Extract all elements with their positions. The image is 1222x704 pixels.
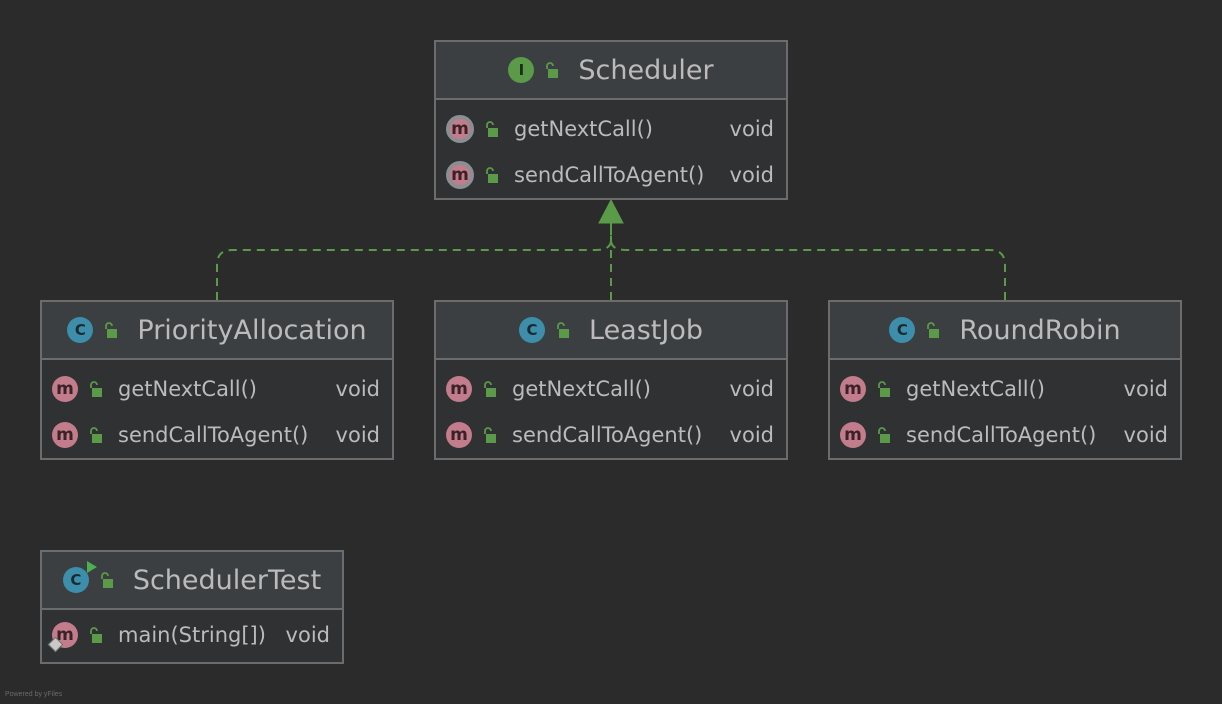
member-type: void	[1123, 377, 1168, 401]
member-type: void	[729, 117, 774, 141]
static-method-icon: m	[47, 622, 78, 653]
member-type: void	[729, 377, 774, 401]
public-lock-icon	[88, 381, 102, 397]
node-header: I Scheduler	[436, 42, 786, 100]
runnable-class-icon: C	[62, 561, 97, 593]
method-icon: m	[840, 376, 866, 402]
public-lock-icon	[876, 381, 890, 397]
public-lock-icon	[99, 572, 113, 588]
public-lock-icon	[88, 427, 102, 443]
node-name: Scheduler	[578, 54, 714, 86]
node-name: RoundRobin	[959, 314, 1121, 346]
method-icon: m	[446, 376, 472, 402]
method-icon: m	[52, 422, 78, 448]
class-icon: C	[889, 317, 916, 343]
abstract-method-icon: m	[446, 161, 474, 189]
member-row[interactable]: m getNextCall() void	[42, 366, 392, 412]
node-priorityallocation[interactable]: C PriorityAllocation m getNextCall() voi…	[40, 300, 394, 460]
member-type: void	[285, 623, 330, 647]
edge-priorityallocation-to-scheduler	[216, 222, 612, 300]
member-name: sendCallToAgent()	[514, 163, 705, 187]
node-schedulertest[interactable]: C SchedulerTest m main(String[]) void	[40, 550, 344, 664]
member-list: m getNextCall() void m sendCallToAgent()…	[436, 100, 786, 198]
public-lock-icon	[876, 427, 890, 443]
node-name: PriorityAllocation	[137, 314, 367, 346]
member-name: getNextCall()	[512, 377, 651, 401]
node-header: C RoundRobin	[830, 302, 1180, 360]
member-type: void	[729, 423, 774, 447]
method-icon: m	[446, 422, 472, 448]
node-name: SchedulerTest	[132, 564, 322, 596]
method-icon: m	[840, 422, 866, 448]
member-row[interactable]: m sendCallToAgent() void	[830, 412, 1180, 458]
member-name: sendCallToAgent()	[512, 423, 703, 447]
public-lock-icon	[103, 322, 118, 338]
realization-arrowhead	[598, 198, 624, 224]
public-lock-icon	[555, 322, 569, 338]
member-type: void	[729, 163, 774, 187]
public-lock-icon	[925, 322, 940, 338]
method-icon: m	[52, 376, 78, 402]
member-row[interactable]: m sendCallToAgent() void	[436, 412, 786, 458]
abstract-method-icon: m	[446, 115, 474, 143]
powered-by-note: Powered by yFiles	[5, 691, 63, 698]
member-type: void	[335, 423, 380, 447]
member-row[interactable]: m sendCallToAgent() void	[42, 412, 392, 458]
member-name: sendCallToAgent()	[118, 423, 309, 447]
member-type: void	[1123, 423, 1168, 447]
run-arrow-icon	[86, 561, 97, 573]
interface-icon: I	[508, 57, 535, 83]
member-list: m getNextCall() void m sendCallToAgent()…	[436, 360, 786, 458]
member-row[interactable]: m getNextCall() void	[830, 366, 1180, 412]
node-scheduler[interactable]: I Scheduler m getNextCall() void m sendC…	[434, 40, 788, 200]
class-icon: C	[519, 317, 545, 343]
node-name: LeastJob	[589, 314, 703, 346]
member-name: sendCallToAgent()	[906, 423, 1097, 447]
public-lock-icon	[544, 62, 559, 78]
public-lock-icon	[482, 381, 496, 397]
class-icon: C	[67, 317, 94, 343]
node-leastjob[interactable]: C LeastJob m getNextCall() void m sendCa…	[434, 300, 788, 460]
public-lock-icon	[88, 627, 102, 643]
member-type: void	[335, 377, 380, 401]
member-row[interactable]: m getNextCall() void	[436, 106, 786, 152]
public-lock-icon	[484, 121, 498, 137]
member-name: main(String[])	[118, 623, 266, 647]
node-roundrobin[interactable]: C RoundRobin m getNextCall() void m send…	[828, 300, 1182, 460]
member-name: getNextCall()	[514, 117, 653, 141]
member-row[interactable]: m main(String[]) void	[42, 612, 342, 658]
member-row[interactable]: m getNextCall() void	[436, 366, 786, 412]
member-name: getNextCall()	[906, 377, 1045, 401]
node-header: C LeastJob	[436, 302, 786, 360]
member-name: getNextCall()	[118, 377, 257, 401]
public-lock-icon	[482, 427, 496, 443]
node-header: C SchedulerTest	[42, 552, 342, 610]
member-row[interactable]: m sendCallToAgent() void	[436, 152, 786, 198]
node-header: C PriorityAllocation	[42, 302, 392, 360]
member-list: m main(String[]) void	[42, 610, 342, 658]
public-lock-icon	[484, 167, 498, 183]
edge-roundrobin-to-scheduler	[610, 222, 1006, 300]
member-list: m getNextCall() void m sendCallToAgent()…	[42, 360, 392, 458]
member-list: m getNextCall() void m sendCallToAgent()…	[830, 360, 1180, 458]
